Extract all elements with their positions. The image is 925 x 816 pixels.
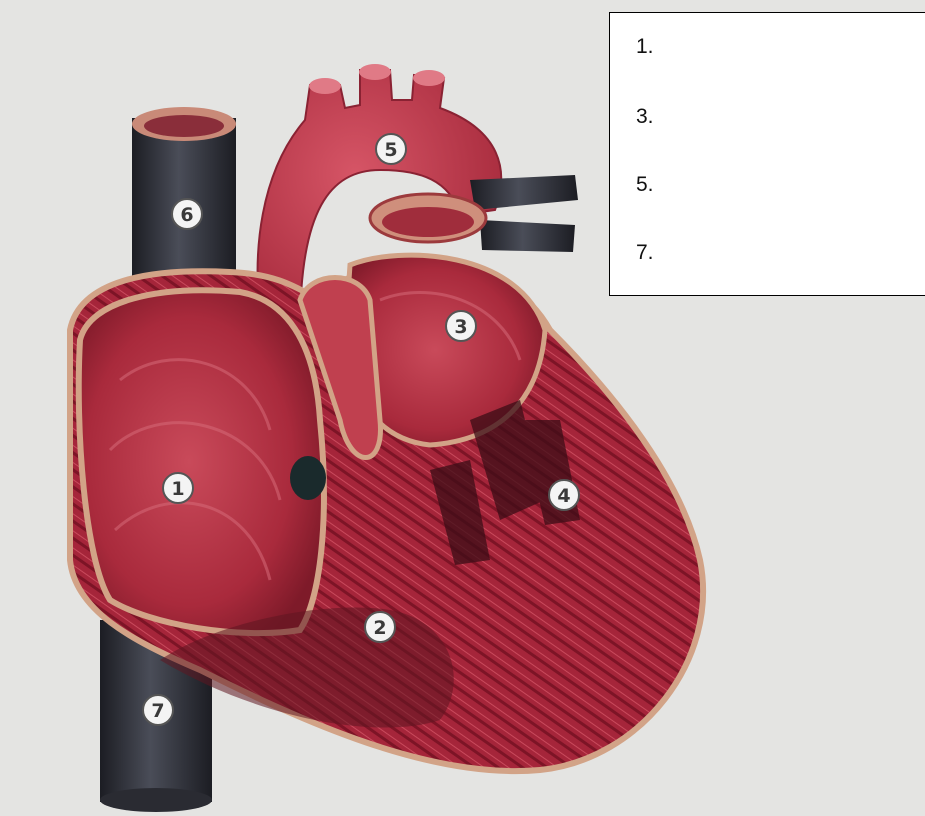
- marker-5: 5: [376, 134, 406, 164]
- marker-6-label: 6: [180, 204, 193, 226]
- marker-4: 4: [549, 480, 579, 510]
- answer-key-box: 1. 3. 5. 7.: [609, 12, 925, 296]
- right-atrium: [79, 290, 324, 633]
- marker-2: 2: [365, 612, 395, 642]
- marker-3: 3: [446, 311, 476, 341]
- marker-1: 1: [163, 473, 193, 503]
- marker-4-label: 4: [557, 485, 570, 507]
- coronary-sinus-opening: [290, 456, 326, 500]
- answer-line-3[interactable]: 3.: [636, 105, 654, 129]
- marker-2-label: 2: [373, 617, 386, 639]
- marker-3-label: 3: [454, 316, 467, 338]
- answer-line-1[interactable]: 1.: [636, 35, 654, 59]
- answer-line-5[interactable]: 5.: [636, 173, 654, 197]
- marker-1-label: 1: [171, 478, 184, 500]
- marker-7: 7: [143, 695, 173, 725]
- answer-line-7[interactable]: 7.: [636, 241, 654, 265]
- marker-7-label: 7: [151, 700, 164, 722]
- marker-6: 6: [172, 199, 202, 229]
- pulmonary-artery: [370, 194, 486, 242]
- marker-5-label: 5: [384, 139, 397, 161]
